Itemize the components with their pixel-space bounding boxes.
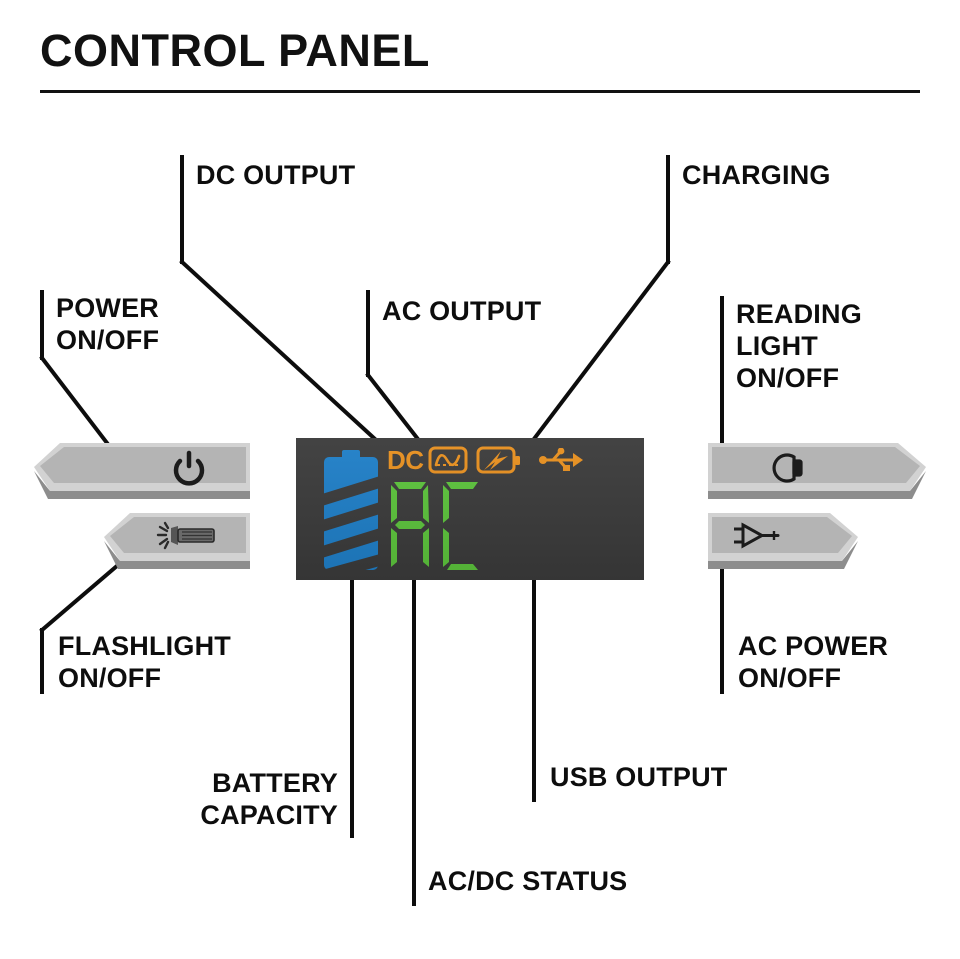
title-divider — [40, 90, 920, 93]
title-bar: CONTROL PANEL — [40, 25, 920, 93]
ac-plug-icon — [734, 522, 780, 549]
callout-flashlight-on-off: FLASHLIGHT ON/OFF — [58, 631, 231, 693]
callout-battery-capacity: BATTERY CAPACITY — [200, 768, 338, 830]
battery-icon — [322, 450, 380, 570]
callout-dc-output: DC OUTPUT — [196, 160, 356, 190]
ac-power-button[interactable] — [708, 513, 858, 571]
page-title: CONTROL PANEL — [40, 25, 430, 76]
callout-power-on-off: POWER ON/OFF — [56, 293, 160, 355]
usb-output-icon — [539, 448, 583, 471]
light-bulb-icon — [772, 453, 803, 483]
callout-reading-light-on-off: READING LIGHT ON/OFF — [736, 299, 862, 393]
reading-light-button[interactable] — [708, 443, 926, 501]
callout-charging: CHARGING — [682, 160, 831, 190]
callout-ac-output: AC OUTPUT — [382, 296, 542, 326]
lcd-display-panel: DC — [296, 438, 644, 580]
dc-output-indicator: DC — [387, 445, 424, 475]
charging-icon — [476, 446, 520, 474]
callout-usb-output: USB OUTPUT — [550, 762, 728, 792]
power-icon — [173, 450, 205, 486]
ac-output-icon — [428, 446, 468, 474]
leader-dc-output-line — [179, 259, 403, 465]
power-button[interactable] — [34, 443, 250, 501]
flashlight-button[interactable] — [104, 513, 250, 571]
acdc-status-readout — [391, 482, 478, 570]
flashlight-icon — [156, 521, 215, 550]
callout-acdc-status: AC/DC STATUS — [428, 866, 628, 896]
callout-ac-power-on-off: AC POWER ON/OFF — [738, 631, 889, 693]
